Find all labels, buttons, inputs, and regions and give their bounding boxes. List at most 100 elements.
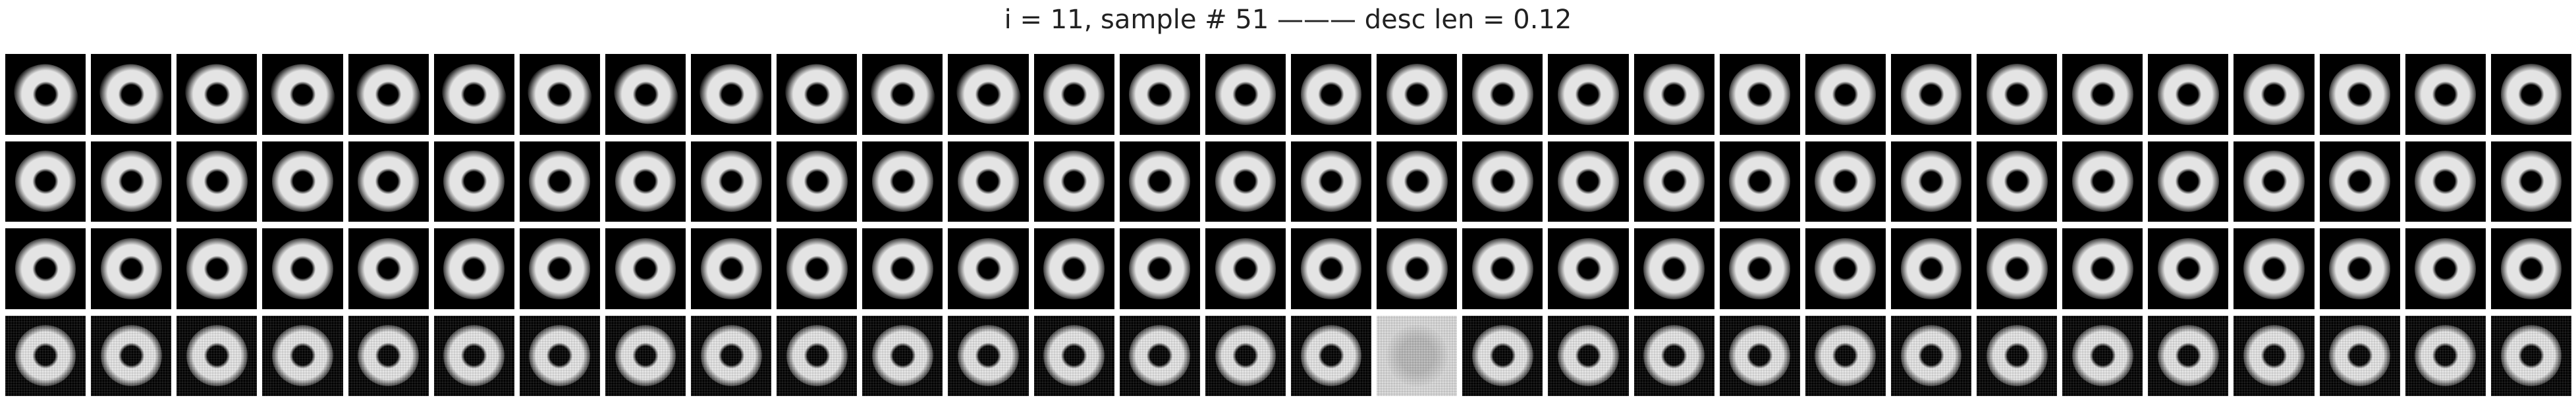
- sample-tile: [2319, 141, 2400, 222]
- sample-tile: [1890, 54, 1972, 135]
- sample-tile: [1290, 315, 1372, 396]
- sample-tile: [262, 228, 343, 309]
- sample-tile: [1633, 54, 1714, 135]
- sample-tile: [1633, 228, 1714, 309]
- sample-tile: [2319, 228, 2400, 309]
- sample-tile: [948, 315, 1029, 396]
- sample-tile: [1977, 141, 2058, 222]
- sample-tile: [1205, 54, 1286, 135]
- sample-tile: [1633, 315, 1714, 396]
- sample-tile: [1462, 315, 1543, 396]
- sample-tile: [1119, 315, 1200, 396]
- sample-tile: [1290, 228, 1372, 309]
- sample-tile: [348, 228, 429, 309]
- sample-tile: [1633, 141, 1714, 222]
- sample-tile: [1890, 141, 1972, 222]
- sample-tile: [2062, 315, 2143, 396]
- sample-tile: [2490, 228, 2571, 309]
- sample-tile: [691, 54, 772, 135]
- sample-tile: [519, 315, 600, 396]
- sample-tile: [2405, 228, 2486, 309]
- sample-tile: [5, 228, 86, 309]
- sample-tile: [605, 54, 686, 135]
- sample-tile: [1548, 228, 1629, 309]
- sample-tile: [1462, 141, 1543, 222]
- sample-tile: [948, 141, 1029, 222]
- sample-tile: [1719, 315, 1800, 396]
- sample-tile: [2062, 54, 2143, 135]
- sample-tile: [1377, 228, 1458, 309]
- sample-tile: [433, 54, 514, 135]
- sample-tile: [1462, 54, 1543, 135]
- sample-tile: [1205, 141, 1286, 222]
- sample-tile: [177, 141, 258, 222]
- sample-tile: [2062, 228, 2143, 309]
- sample-tile: [2490, 54, 2571, 135]
- sample-tile: [519, 228, 600, 309]
- sample-tile: [2490, 141, 2571, 222]
- sample-tile: [1033, 141, 1114, 222]
- sample-tile: [519, 54, 600, 135]
- sample-tile: [862, 315, 943, 396]
- sample-tile: [691, 315, 772, 396]
- sample-tile: [2233, 228, 2315, 309]
- sample-tile: [2405, 315, 2486, 396]
- sample-tile: [2490, 315, 2571, 396]
- sample-tile: [1462, 228, 1543, 309]
- sample-tile: [1719, 228, 1800, 309]
- sample-tile: [519, 141, 600, 222]
- sample-tile: [605, 315, 686, 396]
- sample-tile: [1119, 228, 1200, 309]
- sample-tile: [862, 54, 943, 135]
- sample-tile: [1033, 54, 1114, 135]
- sample-tile: [777, 54, 858, 135]
- sample-tile: [1548, 141, 1629, 222]
- sample-tile: [691, 141, 772, 222]
- sample-tile: [1377, 141, 1458, 222]
- sample-tile: [177, 228, 258, 309]
- sample-tile: [5, 54, 86, 135]
- sample-tile: [91, 54, 172, 135]
- sample-tile: [2148, 315, 2229, 396]
- sample-tile: [1805, 228, 1886, 309]
- sample-tile: [2233, 315, 2315, 396]
- sample-tile: [1377, 54, 1458, 135]
- sample-tile: [605, 141, 686, 222]
- sample-tile: [91, 228, 172, 309]
- sample-tile: [5, 315, 86, 396]
- sample-tile: [433, 228, 514, 309]
- sample-tile: [1290, 54, 1372, 135]
- sample-tile: [2319, 315, 2400, 396]
- sample-tile: [1890, 315, 1972, 396]
- sample-tile: [262, 141, 343, 222]
- sample-tile: [1033, 228, 1114, 309]
- sample-tile: [2233, 54, 2315, 135]
- sample-tile: [2148, 228, 2229, 309]
- sample-tile: [177, 54, 258, 135]
- sample-tile: [691, 228, 772, 309]
- sample-tile: [2233, 141, 2315, 222]
- sample-tile: [348, 54, 429, 135]
- sample-tile: [862, 141, 943, 222]
- sample-tile: [1719, 54, 1800, 135]
- sample-tile: [1548, 315, 1629, 396]
- sample-tile: [2319, 54, 2400, 135]
- sample-tile: [1119, 54, 1200, 135]
- sample-tile: [1805, 54, 1886, 135]
- sample-tile: [1205, 228, 1286, 309]
- sample-tile: [2148, 54, 2229, 135]
- sample-tile: [2062, 141, 2143, 222]
- sample-tile: [948, 54, 1029, 135]
- sample-tile: [1119, 141, 1200, 222]
- sample-tile: [777, 228, 858, 309]
- sample-tile: [177, 315, 258, 396]
- sample-tile: [2405, 54, 2486, 135]
- sample-tile: [5, 141, 86, 222]
- sample-tile: [1805, 141, 1886, 222]
- sample-tile: [1290, 141, 1372, 222]
- sample-tile: [1805, 315, 1886, 396]
- sample-tile: [1977, 54, 2058, 135]
- sample-tile: [605, 228, 686, 309]
- sample-grid: [5, 54, 2571, 396]
- sample-tile: [2148, 141, 2229, 222]
